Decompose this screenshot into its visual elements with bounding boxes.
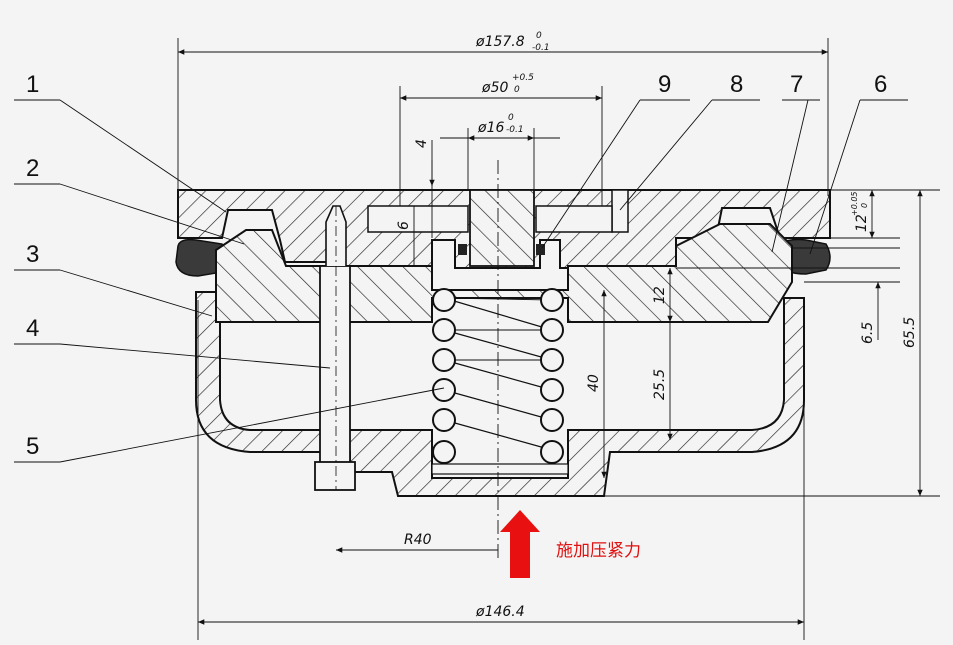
o-ring-left: [458, 244, 467, 255]
dim-hub-lower: 0: [514, 85, 520, 95]
dim-shaft-upper: 0: [508, 113, 514, 123]
part-label-4: 4: [26, 315, 39, 342]
dim-body-diameter: ø146.4: [475, 604, 525, 620]
dim-outer-upper: 0: [536, 31, 542, 41]
force-annotation: 施加压紧力: [556, 541, 641, 561]
dim-top-thickness: 12: [854, 214, 870, 232]
force-arrow: [500, 510, 540, 578]
cover-slot: [367, 205, 469, 233]
dim-shaft-lower: -0.1: [506, 125, 524, 135]
dim-outer-lower: -0.1: [532, 43, 550, 53]
dim-slot-depth: 6: [396, 221, 412, 230]
part-label-2: 2: [26, 155, 39, 182]
part-label-5: 5: [26, 433, 39, 460]
cover-slot-right: [535, 205, 613, 233]
part-label-3: 3: [26, 241, 39, 268]
leader-lines: [14, 99, 908, 463]
part-label-7: 7: [790, 71, 803, 98]
part-label-1: 1: [26, 71, 39, 98]
dim-shaft-diameter: ø16: [477, 120, 504, 136]
dim-radius: R40: [404, 532, 432, 548]
dim-hub-upper: +0.5: [512, 73, 534, 83]
dim-outer-diameter: ø157.8: [475, 34, 525, 50]
dim-top-lower: 0: [860, 203, 869, 208]
dim-spring-height: 40: [586, 374, 602, 392]
dim-lip-height: 6.5: [860, 322, 876, 344]
compression-spring: [431, 288, 569, 475]
dim-hub-diameter: ø50: [481, 80, 508, 96]
center-shaft: [469, 189, 535, 267]
part-label-9: 9: [658, 71, 671, 98]
part-label-6: 6: [874, 71, 887, 98]
locating-pin: [611, 189, 629, 233]
dim-top-upper: +0.05: [850, 191, 859, 216]
dim-cavity-depth: 25.5: [652, 369, 668, 400]
dim-total-height: 65.5: [902, 317, 918, 348]
guide-screw: [314, 205, 356, 491]
dim-plate-thickness: 12: [652, 286, 668, 304]
o-ring-right: [536, 244, 545, 255]
dim-groove-width: 4: [414, 139, 430, 148]
part-label-8: 8: [730, 71, 743, 98]
